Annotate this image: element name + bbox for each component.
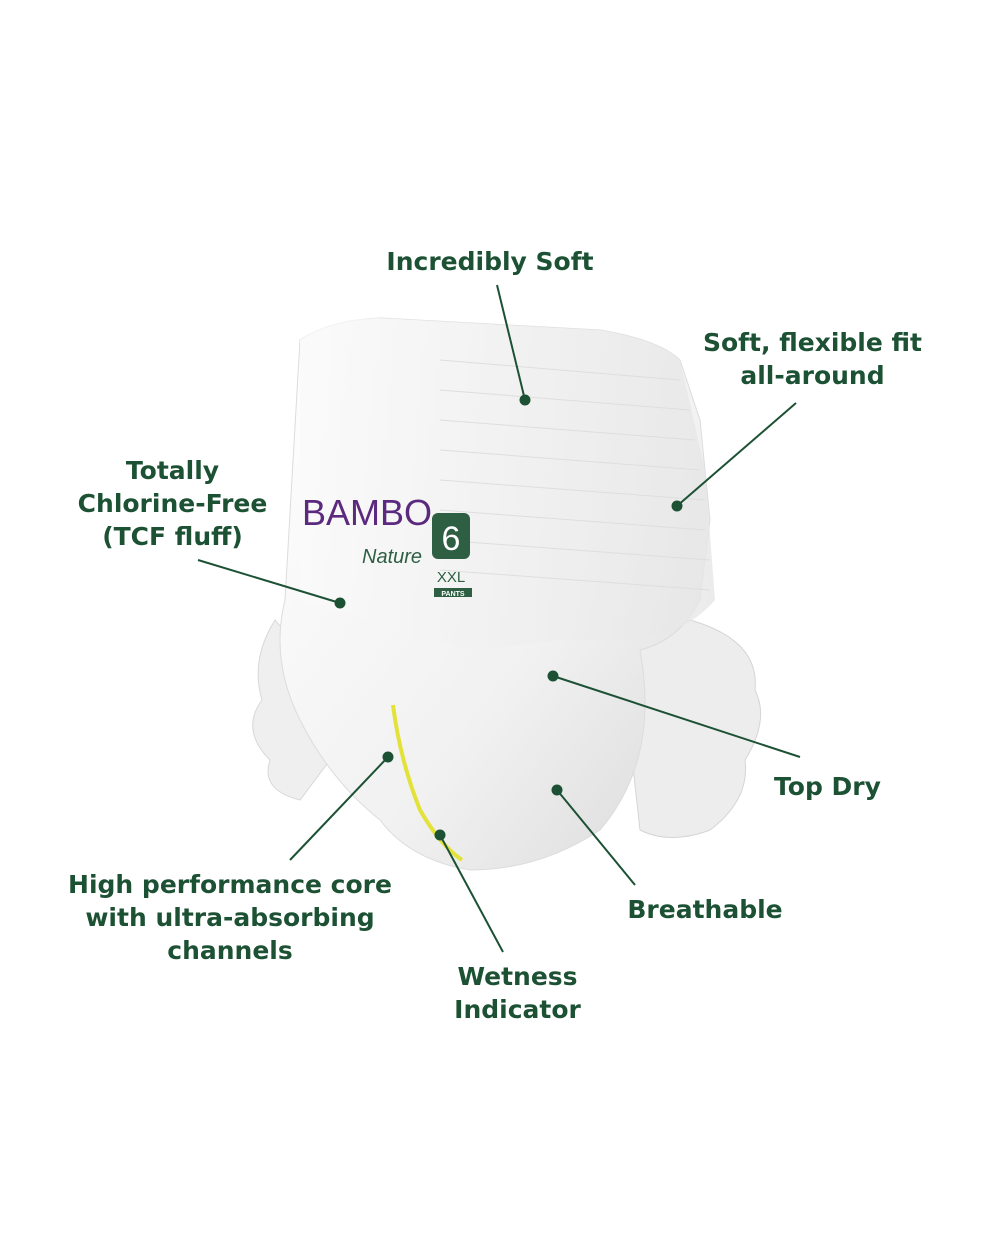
callout-wetness-indicator: Wetness Indicator xyxy=(440,960,595,1026)
callout-text: Chlorine-Free xyxy=(77,489,268,518)
pants-tag xyxy=(434,588,472,597)
waistband xyxy=(300,318,715,650)
waistband-texture xyxy=(439,359,711,591)
callout-text: channels xyxy=(167,936,293,965)
size-number: 6 xyxy=(442,520,461,558)
callout-soft-fit: Soft, flexible fit all-around xyxy=(690,326,935,392)
callout-text: Totally xyxy=(125,456,220,485)
callout-chlorine-free: Totally Chlorine-Free (TCF fluff) xyxy=(60,454,285,553)
callout-incredibly-soft: Incredibly Soft xyxy=(370,245,610,278)
callout-text: Indicator xyxy=(454,995,581,1024)
callout-text: Wetness xyxy=(457,962,578,991)
brand-logo: BAMBO xyxy=(302,492,432,533)
callout-text: Breathable xyxy=(627,895,783,924)
callout-text: Top Dry xyxy=(774,772,881,801)
callout-text: Incredibly Soft xyxy=(386,247,594,276)
leader-lines xyxy=(197,284,801,953)
size-badge xyxy=(432,513,470,559)
callout-top-dry: Top Dry xyxy=(760,770,895,803)
callout-text: (TCF fluff) xyxy=(102,522,243,551)
callout-text: all-around xyxy=(740,361,885,390)
callout-text: High performance core xyxy=(68,870,392,899)
callout-core: High performance core with ultra-absorbi… xyxy=(60,868,400,967)
size-label: XXL xyxy=(437,569,465,586)
type-label: PANTS xyxy=(441,591,465,598)
callout-text: with ultra-absorbing xyxy=(85,903,375,932)
right-leg-ruffle xyxy=(619,619,762,838)
callout-text: Soft, flexible fit xyxy=(703,328,922,357)
callout-breathable: Breathable xyxy=(615,893,795,926)
brand-sub: Nature xyxy=(362,546,422,568)
